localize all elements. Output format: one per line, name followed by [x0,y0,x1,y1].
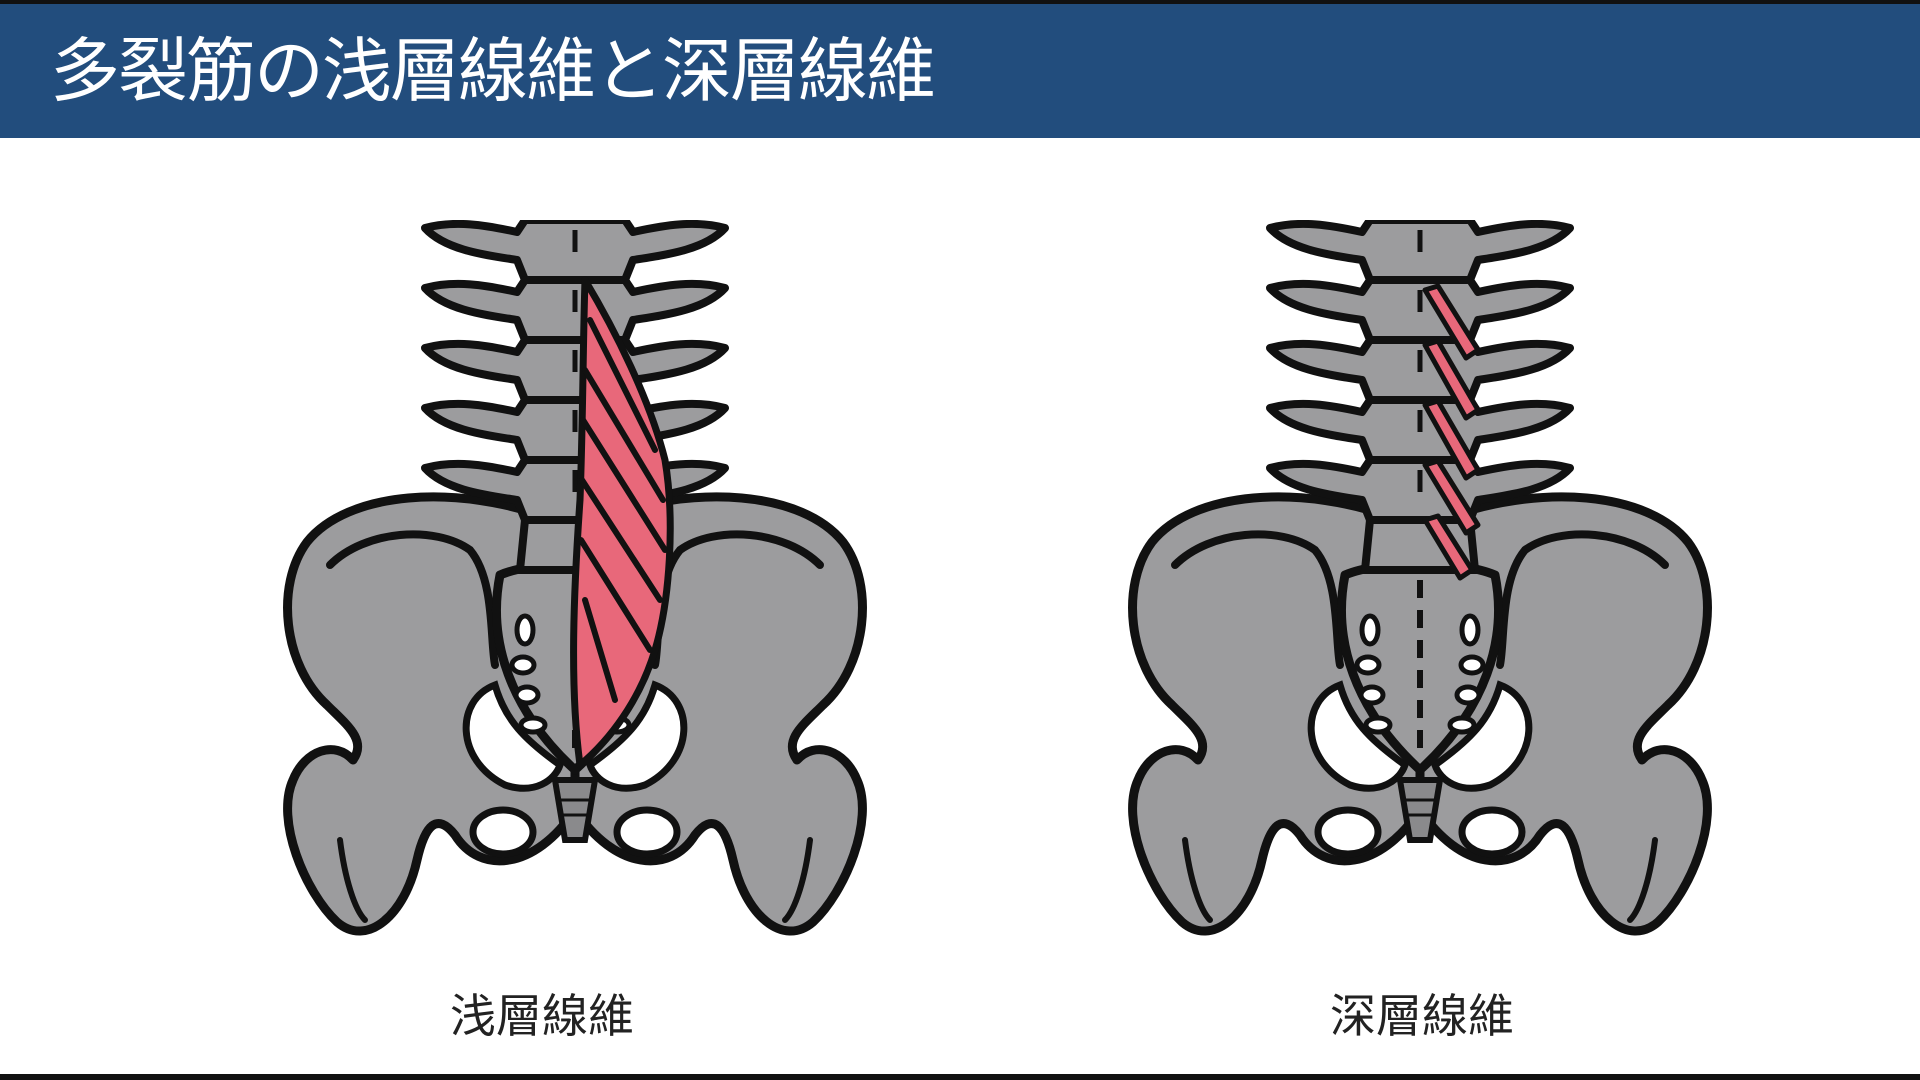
superficial-fiber-illustration [255,220,895,950]
pelvis-spine-image [1133,220,1708,931]
superficial-fiber-label: 浅層線維 [450,989,634,1043]
deep-fiber-label: 深層線維 [1330,989,1514,1043]
title-bar: 多裂筋の浅層線維と深層線維 [0,4,1920,138]
bottom-border [0,1074,1920,1080]
deep-fiber-illustration [1100,220,1740,950]
superficial-multifidus-muscle [570,276,674,769]
deep-multifidus-muscle [1422,283,1481,581]
top-border [0,0,1920,4]
page-title: 多裂筋の浅層線維と深層線維 [50,30,936,112]
